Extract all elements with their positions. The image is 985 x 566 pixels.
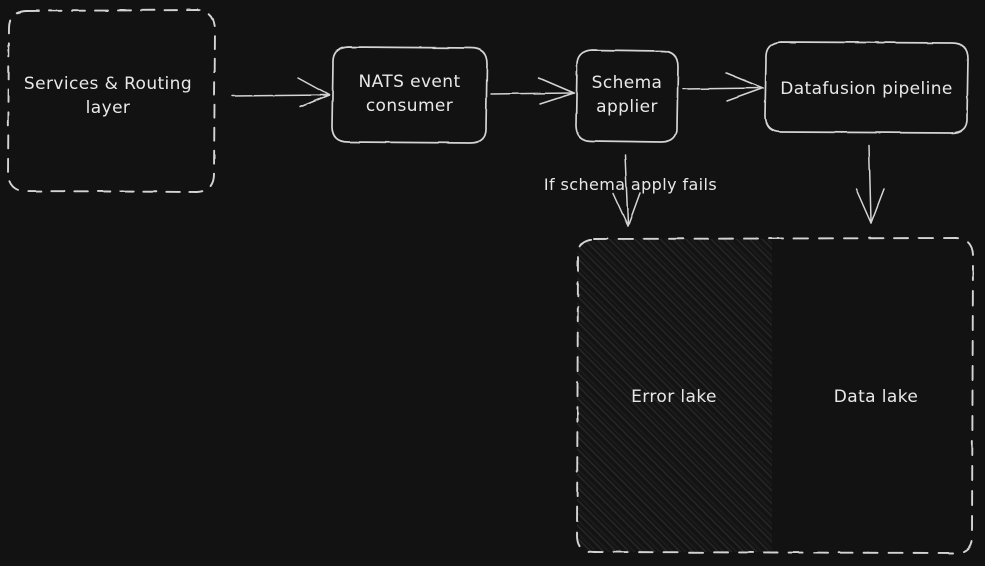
edge-nats-to-schema-arrow — [490, 77, 575, 105]
region-error-lake-fill — [577, 239, 772, 552]
lake-container-shape[interactable] — [576, 237, 974, 554]
edge-schema-to-datafusion-arrow — [682, 72, 764, 102]
node-services-routing-layer-shape[interactable] — [7, 9, 216, 193]
edge-datafusion-to-data-lake-arrow — [855, 144, 885, 224]
edge-schema-to-error-lake-arrow — [612, 154, 641, 227]
node-schema-applier-shape[interactable] — [575, 49, 679, 143]
node-datafusion-pipeline-shape[interactable] — [764, 41, 969, 134]
node-nats-event-consumer-shape[interactable] — [331, 46, 488, 144]
edge-services-to-nats-arrow — [231, 77, 330, 108]
